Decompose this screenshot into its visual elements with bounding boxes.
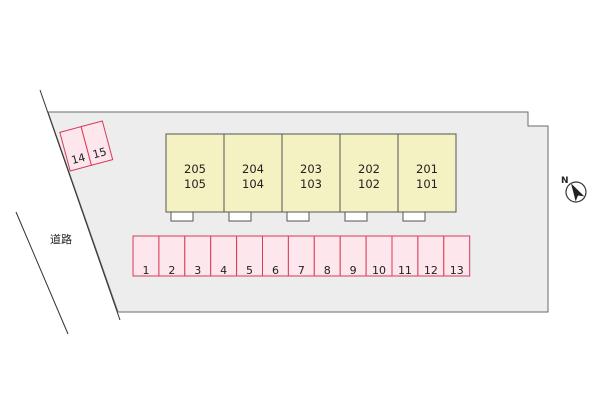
entrance-step-203 bbox=[286, 211, 310, 222]
parking-slot-2[interactable] bbox=[158, 235, 186, 277]
parking-number-9: 9 bbox=[350, 264, 357, 277]
unit-label-upper: 205 bbox=[184, 162, 206, 176]
building-205[interactable] bbox=[165, 133, 225, 213]
parking-slot-1[interactable] bbox=[132, 235, 160, 277]
parking-slot-8[interactable] bbox=[313, 235, 341, 277]
building-204[interactable] bbox=[223, 133, 283, 213]
parking-slot-10[interactable] bbox=[365, 235, 393, 277]
road-label: 道路 bbox=[50, 232, 72, 246]
parking-number-1: 1 bbox=[142, 264, 149, 277]
parking-number-14: 14 bbox=[70, 151, 87, 167]
parking-number-7: 7 bbox=[298, 264, 305, 277]
parking-number-6: 6 bbox=[272, 264, 279, 277]
entrance-step-202 bbox=[344, 211, 368, 222]
unit-label-lower: 102 bbox=[358, 177, 380, 191]
building-203[interactable] bbox=[281, 133, 341, 213]
compass-needle-icon bbox=[571, 183, 585, 202]
entrance-step-204 bbox=[228, 211, 252, 222]
building-202[interactable] bbox=[339, 133, 399, 213]
parking-number-4: 4 bbox=[220, 264, 227, 277]
parking-slot-5[interactable] bbox=[236, 235, 264, 277]
road-edge-inner bbox=[15, 211, 69, 335]
parking-number-15: 15 bbox=[91, 145, 108, 161]
unit-label-upper: 201 bbox=[416, 162, 438, 176]
parking-number-10: 10 bbox=[372, 264, 386, 277]
unit-label-lower: 105 bbox=[184, 177, 206, 191]
unit-label-upper: 203 bbox=[300, 162, 322, 176]
parking-slot-9[interactable] bbox=[339, 235, 367, 277]
parking-number-8: 8 bbox=[324, 264, 331, 277]
unit-label-lower: 103 bbox=[300, 177, 322, 191]
parking-slot-11[interactable] bbox=[391, 235, 419, 277]
parking-slot-13[interactable] bbox=[443, 235, 471, 277]
parking-number-12: 12 bbox=[424, 264, 438, 277]
unit-label-upper: 204 bbox=[242, 162, 264, 176]
parking-slot-3[interactable] bbox=[184, 235, 212, 277]
parking-number-2: 2 bbox=[168, 264, 175, 277]
road-edge-outer bbox=[39, 89, 121, 321]
parking-slot-4[interactable] bbox=[210, 235, 238, 277]
parking-slot-7[interactable] bbox=[287, 235, 315, 277]
unit-label-lower: 101 bbox=[416, 177, 438, 191]
parking-slot-15[interactable] bbox=[80, 120, 114, 166]
unit-label-lower: 104 bbox=[242, 177, 264, 191]
parking-number-11: 11 bbox=[398, 264, 412, 277]
building-201[interactable] bbox=[397, 133, 457, 213]
unit-label-upper: 202 bbox=[358, 162, 380, 176]
parking-number-5: 5 bbox=[246, 264, 253, 277]
entrance-step-205 bbox=[170, 211, 194, 222]
parking-slot-6[interactable] bbox=[262, 235, 289, 277]
side-parking: 14 15 bbox=[59, 120, 114, 172]
parking-number-3: 3 bbox=[194, 264, 201, 277]
compass bbox=[565, 181, 587, 203]
parking-number-13: 13 bbox=[450, 264, 464, 277]
entrance-step-201 bbox=[402, 211, 426, 222]
compass-label: N bbox=[561, 176, 569, 186]
